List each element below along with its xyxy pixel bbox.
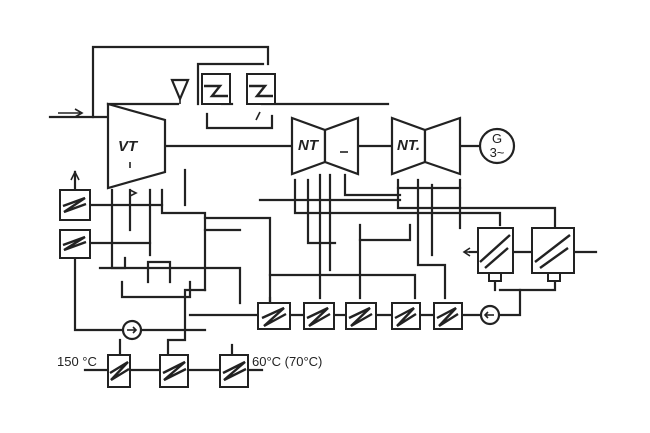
- heat-exchanger-icon: [201, 73, 231, 105]
- feed-pump: [121, 319, 143, 341]
- turbine-label-nt2: NT.: [397, 137, 420, 154]
- low-pressure-turbine-1: NT: [290, 116, 360, 176]
- heat-exchanger-icon: [531, 227, 575, 274]
- flow-arrow-icon: [58, 108, 84, 118]
- generator-phase: 3~: [490, 145, 505, 160]
- condensate-pump: [479, 304, 501, 326]
- turbine-label-vt: VT: [118, 138, 139, 155]
- heat-exchanger-icon: [477, 227, 514, 274]
- return-temperature-label: 60°C (70°C): [252, 354, 322, 369]
- flow-arrow-icon: [70, 170, 80, 181]
- flow-arrows: [58, 108, 478, 257]
- supply-temperature-label: 150 °C: [57, 354, 97, 369]
- condenser-2: [531, 227, 575, 282]
- left-heater-lower: [59, 229, 91, 259]
- reheater-2: [246, 73, 276, 121]
- turbine-icon: [323, 116, 360, 176]
- lp-heater-2: [303, 302, 335, 330]
- high-pressure-turbine: VT: [106, 102, 167, 190]
- heat-exchanger-icon: [246, 73, 276, 105]
- district-heater-3: [219, 354, 249, 388]
- district-heater-2: [159, 354, 189, 388]
- lp-heater-1: [257, 302, 291, 330]
- turbine-icon: [106, 102, 167, 190]
- left-heater-upper: [59, 189, 91, 221]
- valve-icon: [170, 78, 190, 102]
- low-pressure-turbine-2: NT.: [390, 116, 462, 176]
- flow-arrow-icon: [462, 247, 478, 257]
- piping: [48, 45, 598, 372]
- lp-heater-3: [345, 302, 377, 330]
- generator-icon: [478, 127, 516, 165]
- flow-arrow-icon: [129, 189, 138, 197]
- generator: G 3~: [478, 127, 516, 165]
- reheater-1: [201, 73, 231, 105]
- control-valve: [170, 78, 190, 104]
- condenser-1: [477, 227, 514, 282]
- district-heater-1: [107, 354, 131, 388]
- turbine-icon: [423, 116, 462, 176]
- turbine-label-nt: NT: [298, 137, 320, 154]
- generator-symbol: G: [492, 131, 502, 146]
- lp-heater-5: [433, 302, 463, 330]
- lp-heater-4: [391, 302, 421, 330]
